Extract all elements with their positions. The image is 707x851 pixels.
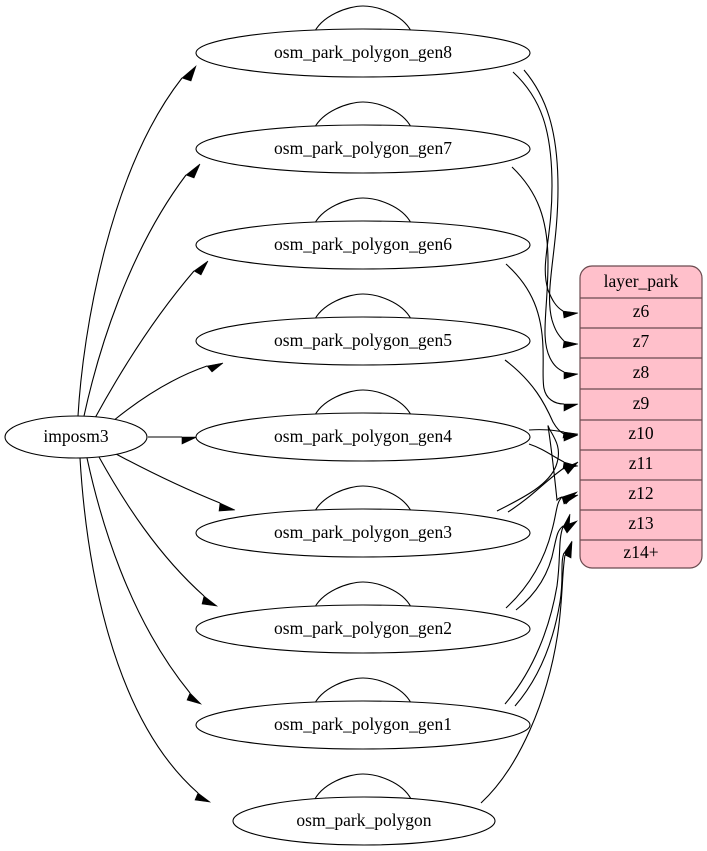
gen1-label: osm_park_polygon_gen1	[274, 714, 452, 734]
node-imposm3[interactable]: imposm3	[4, 415, 148, 459]
self-loop-gen3	[312, 485, 412, 516]
arrow-imposm3-to-gen6	[193, 260, 209, 276]
record-row-z8[interactable]: z8	[633, 362, 650, 382]
edge-gen3-to-z11	[507, 467, 565, 513]
node-gen7[interactable]: osm_park_polygon_gen7	[195, 124, 531, 174]
record-row-z12[interactable]: z12	[628, 483, 653, 503]
self-loop-gen2	[312, 581, 412, 612]
edge-gen1-to-z14	[514, 552, 565, 707]
record-row-z11[interactable]: z11	[629, 453, 654, 473]
gen8-label: osm_park_polygon_gen8	[274, 42, 452, 62]
node-gen5[interactable]: osm_park_polygon_gen5	[195, 316, 531, 366]
gen3-ellipse[interactable]	[195, 508, 531, 558]
arrow-gen8-to-z7	[562, 340, 579, 349]
node-gen1[interactable]: osm_park_polygon_gen1	[195, 700, 531, 750]
arrow-imposm3-to-gen8	[181, 65, 197, 82]
edge-gen2-to-z12	[505, 496, 563, 609]
self-loop-gen8	[312, 5, 412, 36]
gen6-ellipse[interactable]	[195, 220, 531, 270]
arrow-gen2-to-z13	[562, 520, 578, 534]
layer-park-box[interactable]	[579, 265, 703, 569]
record-row-z13[interactable]: z13	[628, 513, 654, 533]
arrow-gen2-to-z12	[561, 491, 579, 505]
gen4-label: osm_park_polygon_gen4	[274, 426, 452, 446]
arrow-imposm3-to-gen7	[185, 163, 201, 179]
record-row-z6[interactable]: z6	[633, 301, 650, 321]
arrow-gen7-to-z8	[563, 371, 579, 380]
edge-imposm3-to-gen7	[83, 174, 187, 417]
base-ellipse[interactable]	[232, 796, 496, 846]
edge-gen4-to-z10	[528, 429, 565, 433]
node-gen4[interactable]: osm_park_polygon_gen4	[195, 412, 531, 462]
edge-imposm3-to-base	[79, 457, 199, 794]
arrow-imposm3-to-gen5	[206, 362, 224, 373]
gen1-ellipse[interactable]	[195, 700, 531, 750]
arrow-base-to-z14	[564, 541, 573, 559]
record-row-z10[interactable]: z10	[628, 423, 654, 443]
gen2-ellipse[interactable]	[195, 604, 531, 654]
arrow-gen1-to-z13	[562, 513, 571, 531]
base-label: osm_park_polygon	[296, 810, 431, 830]
imposm3-ellipse[interactable]	[4, 415, 148, 459]
node-gen2[interactable]: osm_park_polygon_gen2	[195, 604, 531, 654]
arrow-gen4-to-z10	[562, 431, 579, 439]
edge-gen8-to-z7	[523, 69, 565, 342]
edge-imposm3-to-gen6	[94, 270, 195, 419]
arrow-gen8-to-z6	[562, 310, 579, 319]
arrow-imposm3-to-gen4	[181, 436, 198, 445]
gen5-ellipse[interactable]	[195, 316, 531, 366]
self-loop-gen6	[312, 197, 412, 228]
edge-imposm3-to-gen3	[115, 453, 221, 504]
arrow-imposm3-to-base	[194, 792, 212, 803]
edge-gen3-to-z12	[496, 425, 563, 512]
gen7-ellipse[interactable]	[195, 124, 531, 174]
record-title-layer-park: layer_park	[604, 271, 679, 291]
edge-imposm3-to-gen8	[77, 77, 183, 417]
self-loop-gen7	[312, 101, 412, 132]
edges-tables-to-zoom	[480, 69, 579, 804]
edge-imposm3-to-gen5	[112, 365, 208, 422]
gen8-ellipse[interactable]	[195, 28, 531, 78]
edge-base-to-z14	[480, 554, 566, 804]
edge-gen8-to-z6	[512, 71, 564, 312]
node-base[interactable]: osm_park_polygon	[232, 796, 496, 846]
arrow-gen6-to-z9	[563, 403, 579, 412]
arrow-imposm3-to-gen3	[218, 502, 236, 512]
edges-source-to-tables	[77, 65, 236, 803]
record-row-z14plus[interactable]: z14+	[623, 542, 658, 562]
edge-gen2-to-z13	[515, 525, 564, 611]
self-loop-gen1	[312, 677, 412, 708]
node-gen3[interactable]: osm_park_polygon_gen3	[195, 508, 531, 558]
edge-gen4-to-z11	[528, 443, 565, 463]
imposm3-label: imposm3	[43, 426, 108, 446]
arrow-imposm3-to-gen1	[186, 692, 203, 705]
edge-imposm3-to-gen1	[86, 457, 191, 694]
self-loop-base	[312, 773, 412, 804]
arrow-imposm3-to-gen2	[201, 595, 219, 607]
record-row-z7[interactable]: z7	[633, 331, 650, 351]
gen2-label: osm_park_polygon_gen2	[274, 618, 452, 638]
self-loop-gen4	[312, 389, 412, 420]
edge-gen6-to-z9	[505, 263, 565, 405]
gen6-label: osm_park_polygon_gen6	[274, 234, 452, 254]
edge-gen7-to-z8	[511, 166, 565, 373]
gen7-label: osm_park_polygon_gen7	[274, 138, 452, 158]
node-gen6[interactable]: osm_park_polygon_gen6	[195, 220, 531, 270]
node-gen8[interactable]: osm_park_polygon_gen8	[195, 28, 531, 78]
record-row-z9[interactable]: z9	[633, 393, 650, 413]
gen5-label: osm_park_polygon_gen5	[274, 330, 452, 350]
arrow-gen3-to-z11	[563, 461, 579, 475]
edge-gen5-to-z10	[504, 359, 565, 435]
gen3-label: osm_park_polygon_gen3	[274, 522, 452, 542]
node-layer-park-record[interactable]: layer_park z6 z7 z8 z9 z10 z11 z12 z13 z…	[579, 265, 703, 569]
gen4-ellipse[interactable]	[195, 412, 531, 462]
self-loop-gen5	[312, 293, 412, 324]
edge-imposm3-to-gen2	[98, 456, 205, 597]
edge-gen1-to-z13	[504, 526, 564, 705]
